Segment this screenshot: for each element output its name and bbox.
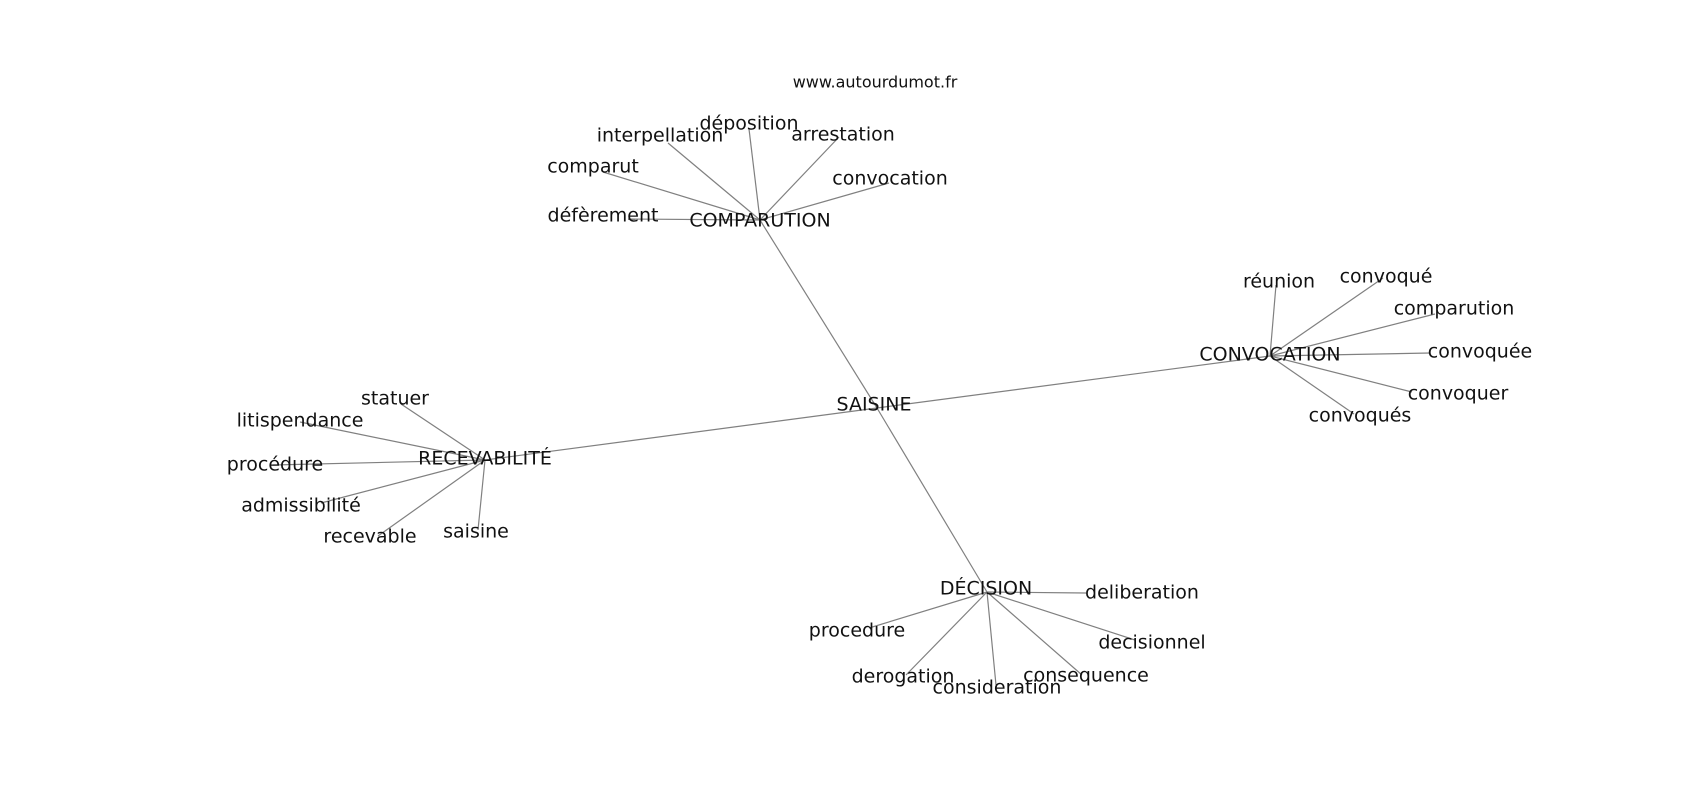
edge-convocation-leaf-0 <box>1269 284 1277 357</box>
leaf-label-comparution-5: défèrement <box>548 205 659 227</box>
leaf-label-convocation-2: comparution <box>1394 298 1515 320</box>
center-word-label: SAISINE <box>837 394 912 416</box>
leaf-label-comparution-2: arrestation <box>791 124 895 146</box>
edge-comparution-leaf-5 <box>627 218 761 221</box>
leaf-label-decision-5: consideration <box>933 677 1062 699</box>
leaf-label-convocation-5: convoqués <box>1309 405 1412 427</box>
edge-recevabilite-leaf-3 <box>320 459 486 504</box>
watermark-text: www.autourdumot.fr <box>793 73 958 92</box>
edge-decision-leaf-4 <box>986 591 1083 676</box>
leaf-label-comparution-0: déposition <box>699 113 798 135</box>
edge-center-recevabilite <box>484 407 878 461</box>
leaf-label-convocation-3: convoquée <box>1428 341 1532 363</box>
leaf-label-recevabilite-2: procédure <box>227 454 323 476</box>
graph-labels: SAISINE COMPARUTION dépositioninterpellati… <box>227 113 1532 699</box>
edge-convocation-leaf-1 <box>1269 277 1384 357</box>
edge-convocation-leaf-3 <box>1269 352 1431 357</box>
leaf-label-decision-4: consequence <box>1023 665 1149 687</box>
edge-comparution-leaf-3 <box>602 171 761 221</box>
leaf-label-convocation-4: convoquer <box>1408 383 1509 405</box>
leaf-label-comparution-3: comparut <box>547 156 639 178</box>
leaf-label-recevabilite-5: saisine <box>443 521 509 543</box>
edge-center-comparution <box>759 219 878 409</box>
leaf-label-decision-2: decisionnel <box>1098 632 1205 654</box>
edge-center-decision <box>876 407 988 593</box>
edge-comparution-leaf-2 <box>759 136 840 221</box>
edge-decision-leaf-3 <box>905 591 988 676</box>
edge-convocation-leaf-2 <box>1269 313 1436 357</box>
edge-convocation-leaf-4 <box>1269 355 1413 393</box>
edge-convocation-leaf-5 <box>1269 355 1355 415</box>
edge-decision-leaf-2 <box>986 591 1136 641</box>
edge-recevabilite-leaf-0 <box>400 403 486 461</box>
edge-recevabilite-leaf-1 <box>299 421 486 461</box>
leaf-label-recevabilite-1: litispendance <box>237 410 364 432</box>
edge-comparution-leaf-1 <box>667 142 761 221</box>
edge-decision-leaf-1 <box>868 591 988 629</box>
leaf-label-convocation-0: réunion <box>1243 271 1315 293</box>
leaf-label-comparution-1: interpellation <box>597 125 724 147</box>
hub-label-convocation: CONVOCATION <box>1199 344 1340 366</box>
leaf-label-convocation-1: convoqué <box>1340 266 1433 288</box>
edge-decision-leaf-0 <box>986 591 1087 594</box>
leaf-label-decision-3: derogation <box>852 666 955 688</box>
edge-recevabilite-leaf-4 <box>377 459 486 537</box>
leaf-label-decision-0: deliberation <box>1085 582 1199 604</box>
leaf-label-recevabilite-4: recevable <box>323 526 416 548</box>
edge-center-convocation <box>876 355 1271 409</box>
edge-recevabilite-leaf-2 <box>272 459 486 466</box>
leaf-label-comparution-4: convocation <box>832 168 947 190</box>
leaf-label-decision-1: procedure <box>809 620 905 642</box>
edge-decision-leaf-5 <box>986 591 997 686</box>
leaf-label-recevabilite-3: admissibilité <box>241 495 361 517</box>
edge-comparution-leaf-4 <box>759 182 890 221</box>
leaf-label-recevabilite-0: statuer <box>361 388 429 410</box>
hub-label-comparution: COMPARUTION <box>689 210 830 232</box>
graph-edges <box>272 128 1436 686</box>
hub-label-recevabilite: RECEVABILITÉ <box>418 447 552 470</box>
edge-recevabilite-leaf-5 <box>477 459 486 531</box>
hub-label-decision: DÉCISION <box>940 577 1032 600</box>
edge-comparution-leaf-0 <box>748 128 761 221</box>
